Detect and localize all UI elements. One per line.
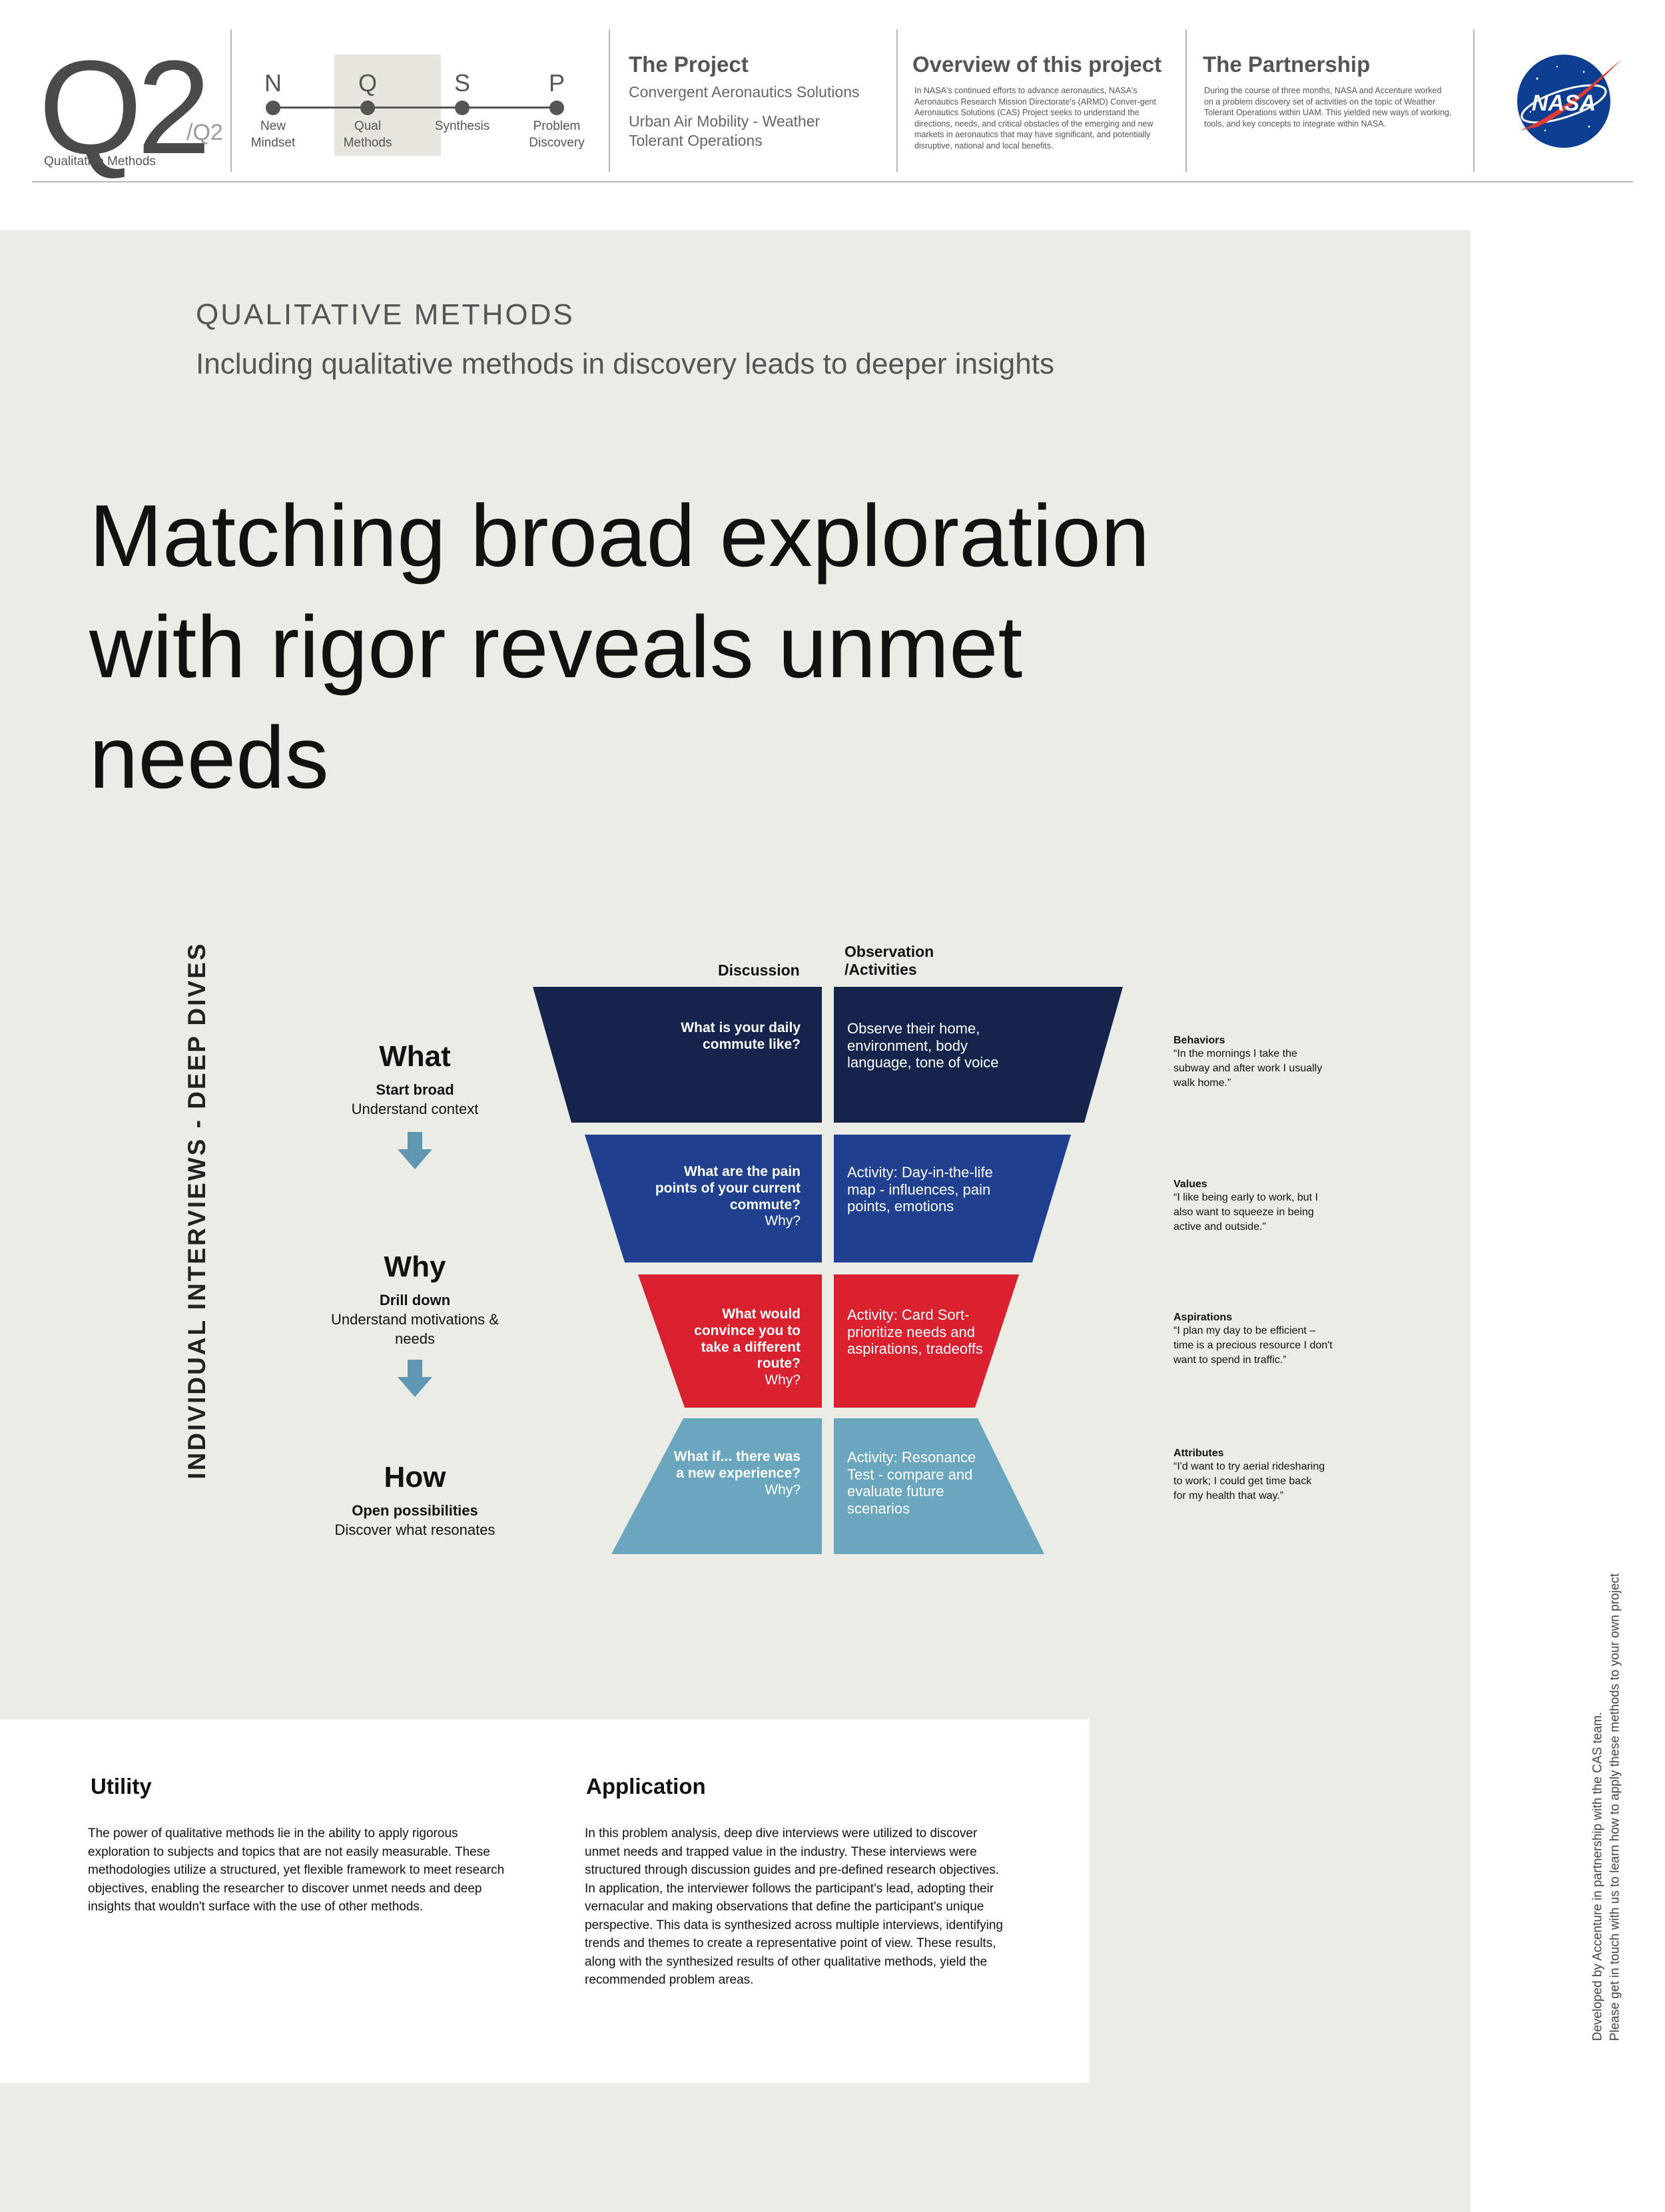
section-code-small: /Q2 <box>186 120 223 145</box>
utility-title: Utility <box>91 1774 152 1798</box>
bottom-info-box <box>0 1719 1090 2083</box>
nasa-logo: NASA <box>1517 55 1622 148</box>
step-label-problem-discovery: Problem Discovery <box>529 119 585 150</box>
partnership-title: The Partnership <box>1203 52 1371 77</box>
overview-title: Overview of this project <box>912 52 1162 77</box>
stage-how-subtitle: Open possibilities <box>352 1502 478 1519</box>
step-letter-p: P <box>548 69 565 97</box>
step-dot <box>549 101 564 115</box>
stage-why-subtitle: Drill down <box>379 1292 451 1308</box>
quote-text: “I plan my day to be efficient – time is… <box>1173 1325 1333 1366</box>
column-header-discussion: Discussion <box>718 962 800 979</box>
partnership-body: During the course of three months, NASA … <box>1204 86 1452 129</box>
section-code: Q2 <box>39 33 211 182</box>
credit-line-2: Please get in touch with us to learn how… <box>1608 1573 1622 2042</box>
step-label-synthesis: Synthesis <box>434 119 490 133</box>
quote-values: Values “I like being early to work, but … <box>1173 1179 1333 1235</box>
overview-body: In NASA's continued efforts to advance a… <box>914 86 1156 150</box>
page-header: Q2 /Q2 Qualitative Methods N Q S P New M… <box>0 0 1665 186</box>
funnel-activity-card-sort: Activity: Card Sort-prioritize needs and… <box>847 1306 983 1358</box>
funnel-observation-home: Observe their home, environment, body la… <box>847 1020 999 1071</box>
step-letter-s: S <box>454 69 470 97</box>
utility-body: The power of qualitative methods lie in … <box>88 1826 505 1914</box>
funnel-pain-observation-band <box>834 1135 1071 1262</box>
funnel-what-discussion-band <box>533 987 822 1123</box>
funnel-whatif-discussion-band <box>611 1418 822 1554</box>
step-dot <box>266 101 280 115</box>
stage-why-title: Why <box>384 1250 446 1283</box>
quote-text: “I'd want to try aerial ridesharing to w… <box>1173 1461 1325 1502</box>
credit-line-1: Developed by Accenture in partnership wi… <box>1590 1711 1605 2042</box>
quote-attributes: Attributes “I'd want to try aerial rides… <box>1173 1448 1327 1504</box>
down-arrow-icon <box>398 1360 432 1397</box>
divider <box>609 29 610 172</box>
funnel-pain-discussion-band <box>585 1135 822 1262</box>
step-label-qual-methods: Qual Methods <box>343 119 392 150</box>
step-dot <box>455 101 470 115</box>
step-connector <box>273 107 557 109</box>
quote-title: Attributes <box>1173 1448 1224 1459</box>
application-title: Application <box>586 1774 706 1798</box>
quote-behaviors: Behaviors “In the mornings I take the su… <box>1173 1035 1327 1091</box>
funnel-question-daily-commute: What is your daily commute like? <box>681 1020 801 1052</box>
funnel-convince-discussion-band <box>638 1274 822 1408</box>
header-rule <box>32 181 1633 182</box>
step-dot <box>360 101 375 115</box>
nasa-logo-text: NASA <box>1532 91 1596 116</box>
quote-title: Behaviors <box>1173 1035 1225 1046</box>
stage-what-title: What <box>379 1040 451 1073</box>
application-body: In this problem analysis, deep dive inte… <box>585 1826 1003 1988</box>
divider <box>896 29 898 172</box>
section-caption: Qualitative Methods <box>44 154 156 168</box>
stage-how-title: How <box>384 1461 446 1494</box>
funnel-question-different-route: What would convince you to take a differ… <box>694 1306 801 1388</box>
funnel-convince-observation-band <box>834 1274 1019 1408</box>
funnel-what-observation-band <box>834 987 1123 1123</box>
stage-what-subtitle: Start broad <box>376 1081 454 1098</box>
divider <box>1473 29 1475 172</box>
funnel-activity-resonance-test: Activity: Resonance Test - compare and e… <box>847 1449 976 1517</box>
stage-why-text: Understand motivations & needs <box>331 1311 499 1347</box>
section-subhead: Including qualitative methods in discove… <box>196 348 1054 380</box>
credit-note: Developed by Accenture in partnership wi… <box>1589 1573 1623 2041</box>
quote-title: Values <box>1173 1179 1207 1190</box>
funnel-question-pain-points: What are the pain points of your current… <box>655 1164 801 1229</box>
divider <box>1185 29 1187 172</box>
funnel-activity-day-in-life: Activity: Day-in-the-life map - influenc… <box>847 1164 993 1215</box>
divider <box>230 29 232 172</box>
section-eyebrow: QUALITATIVE METHODS <box>196 298 575 331</box>
stage-what-text: Understand context <box>351 1101 479 1117</box>
funnel-whatif-observation-band <box>834 1418 1044 1554</box>
step-letter-n: N <box>264 69 282 97</box>
quote-text: “I like being early to work, but I also … <box>1173 1192 1318 1233</box>
down-arrow-icon <box>398 1132 432 1169</box>
quote-text: “In the mornings I take the subway and a… <box>1173 1048 1323 1089</box>
page-headline: Matching broad exploration with rigor re… <box>89 487 1150 807</box>
project-topic: Urban Air Mobility - Weather Tolerant Op… <box>629 113 821 150</box>
stage-how-text: Discover what resonates <box>334 1521 496 1538</box>
project-title: The Project <box>629 52 749 77</box>
project-program: Convergent Aeronautics Solutions <box>629 83 860 101</box>
quote-aspirations: Aspirations “I plan my day to be efficie… <box>1173 1312 1333 1368</box>
step-label-new-mindset: New Mindset <box>250 119 296 150</box>
quote-title: Aspirations <box>1173 1312 1233 1323</box>
column-header-observation: Observation /Activities <box>844 943 934 979</box>
funnel-question-new-experience: What if... there was a new experience? W… <box>673 1449 801 1498</box>
step-letter-q: Q <box>358 69 377 97</box>
current-step-highlight <box>334 55 441 156</box>
